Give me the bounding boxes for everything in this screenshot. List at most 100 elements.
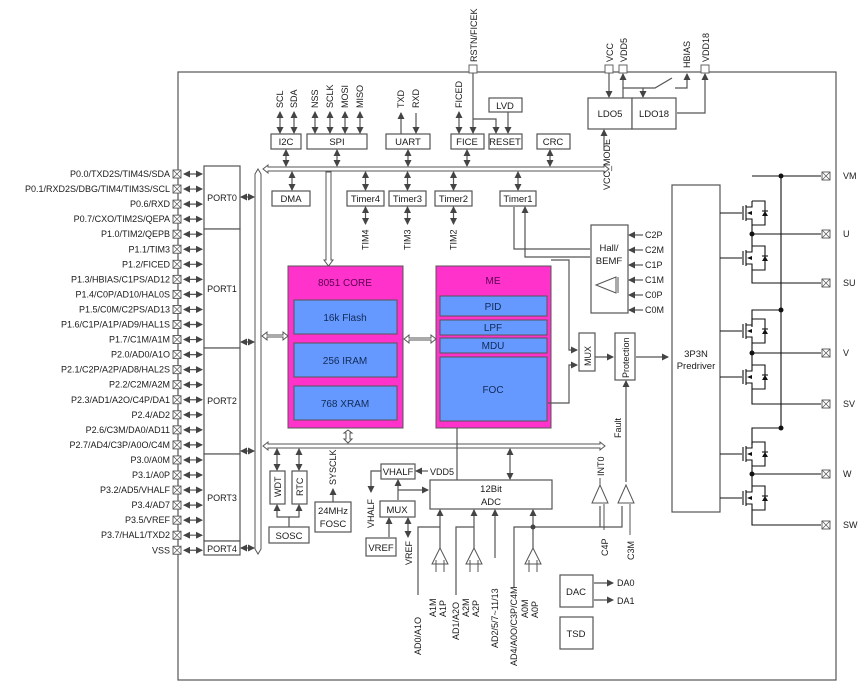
vhalf-label: VHALF — [383, 467, 414, 478]
xram-label: 768 XRAM — [321, 399, 369, 410]
left-pin-label: P1.5/C0M/C2PS/AD13 — [79, 304, 170, 314]
ldo5-block — [587, 97, 633, 130]
timer-block — [499, 190, 537, 207]
foc-label: FOC — [482, 385, 503, 396]
dma-block — [271, 190, 311, 207]
adc-wires — [417, 428, 623, 595]
top-peripherals: I2C SPI UART FICE RESET LVD CRC DMA — [270, 97, 571, 207]
reset-label: RESET — [489, 137, 521, 148]
core-8051: 8051 CORE 16k Flash 256 IRAM 768 XRAM — [287, 265, 404, 429]
da0-label: DA0 — [617, 578, 635, 588]
port2-block — [203, 347, 241, 455]
port1-block — [203, 228, 241, 349]
timer-label: Timer4 — [351, 194, 380, 205]
clock-wires — [273, 448, 337, 527]
port-bus-links — [240, 193, 255, 552]
i2c-scl-label: SCL — [275, 90, 285, 108]
spi-label: SPI — [329, 137, 344, 148]
port-bus — [254, 168, 262, 555]
diode-icon — [762, 256, 768, 261]
comparator-icon — [594, 276, 617, 294]
diode-icon — [762, 375, 768, 380]
uart-txd-label: TXD — [396, 89, 406, 108]
fice-ficed-label: FICED — [454, 80, 464, 108]
timer-pin-label: TIM4 — [361, 229, 371, 250]
lpf-label: LPF — [484, 323, 502, 334]
junction-dot — [749, 350, 755, 356]
left-pin-label: P2.4/AD2 — [131, 410, 170, 420]
tsd-label: TSD — [567, 629, 586, 640]
vref-out-label: VREF — [404, 540, 414, 565]
junction-dot — [530, 524, 536, 530]
i2c-label: I2C — [279, 137, 294, 148]
control-wires — [513, 206, 669, 482]
left-pin-label: P2.0/AD0/A1O — [111, 350, 170, 360]
da1-label: DA1 — [617, 596, 635, 606]
adc-input-label: A2P — [471, 600, 481, 617]
clock-blocks: WDT RTC SOSC 24MHz FOSC SYSCLK — [268, 449, 352, 544]
fault-label: Fault — [613, 417, 623, 438]
vdd5-pin[interactable] — [618, 64, 628, 74]
diode-icon — [762, 329, 768, 334]
left-pin-label: P0.7/CXO/TIM2S/QEPA — [74, 214, 170, 224]
rtc-label: RTC — [295, 477, 305, 496]
hall-title-1: Hall/ — [599, 243, 618, 254]
ldo-wires — [600, 73, 709, 150]
left-pin-label: P1.0/TIM2/QEPB — [101, 229, 170, 239]
adc-input-label: A1P — [438, 600, 448, 617]
hall-bemf-block — [590, 224, 629, 314]
opamp-icon — [431, 546, 449, 565]
peripheral-pin-labels: SCL SDA NSS SCLK MOSI MISO TXD RXD FICED — [275, 80, 464, 108]
hbias-label: HBIAS — [682, 41, 692, 68]
reset-block — [488, 133, 523, 150]
adc-input-label: AD2/5/7~11/13 — [490, 588, 500, 648]
motor-engine: ME PID LPF MDU FOC — [435, 265, 552, 429]
c4p-label: C4P — [600, 538, 610, 556]
adc-input-label: A0P — [530, 601, 540, 618]
left-pin-label: P3.5/VREF — [125, 515, 171, 525]
predriver-line2: Predriver — [677, 361, 716, 372]
port3-label: PORT3 — [207, 493, 237, 503]
crc-label: CRC — [543, 137, 564, 148]
vdd18-label: VDD18 — [701, 33, 711, 62]
port3-block — [203, 453, 241, 542]
left-pin-label: P1.4/C0P/AD10/HAL0S — [75, 289, 170, 299]
left-pin-label: P1.7/C1M/A1M — [109, 335, 170, 345]
adc-input-label: A0M — [520, 599, 530, 618]
mdu-label: MDU — [482, 341, 505, 352]
right-pin-label: V — [843, 348, 849, 358]
adc-input-label: AD0/A1O — [413, 617, 423, 655]
vdd5-bottom-label: VDD5 — [430, 467, 454, 477]
wdt-label: WDT — [273, 476, 283, 497]
int-comparators: INT0 C4P C3M — [591, 456, 636, 560]
vdd5-label: VDD5 — [619, 38, 629, 62]
opamp-icon — [465, 546, 483, 565]
iram-label: 256 IRAM — [323, 356, 367, 367]
port1-label: PORT1 — [207, 284, 237, 294]
left-pin-label: P3.4/AD7 — [131, 500, 170, 510]
fosc-line2: FOSC — [320, 519, 347, 530]
hall-input-label: C0M — [645, 305, 664, 315]
dma-label: DMA — [280, 194, 302, 205]
mdu-block — [439, 337, 548, 354]
junction-dot — [778, 173, 784, 179]
right-pin-label: SV — [843, 399, 855, 409]
crc-block — [536, 133, 571, 150]
left-pin-label: P0.6/RXD — [130, 199, 171, 209]
flash-block — [293, 299, 398, 335]
uart-rxd-label: RXD — [411, 88, 421, 108]
left-pin-label: P1.6/C1P/A1P/AD9/HAL1S — [61, 320, 170, 330]
timer-label: Timer2 — [439, 194, 468, 205]
adc-line1: 12Bit — [480, 484, 502, 495]
mux-right-label: MUX — [583, 346, 593, 366]
hall-input-label: C2M — [645, 245, 664, 255]
hall-input-label: C0P — [645, 290, 663, 300]
spi-sclk-label: SCLK — [325, 84, 335, 108]
rstn-pin[interactable] — [468, 64, 478, 74]
vcc-pin[interactable] — [604, 64, 614, 74]
mux-right-block — [578, 332, 596, 372]
mux-bottom-label: MUX — [386, 505, 408, 516]
ldo18-label: LDO18 — [639, 109, 669, 120]
vdd18-pin[interactable] — [700, 64, 710, 74]
